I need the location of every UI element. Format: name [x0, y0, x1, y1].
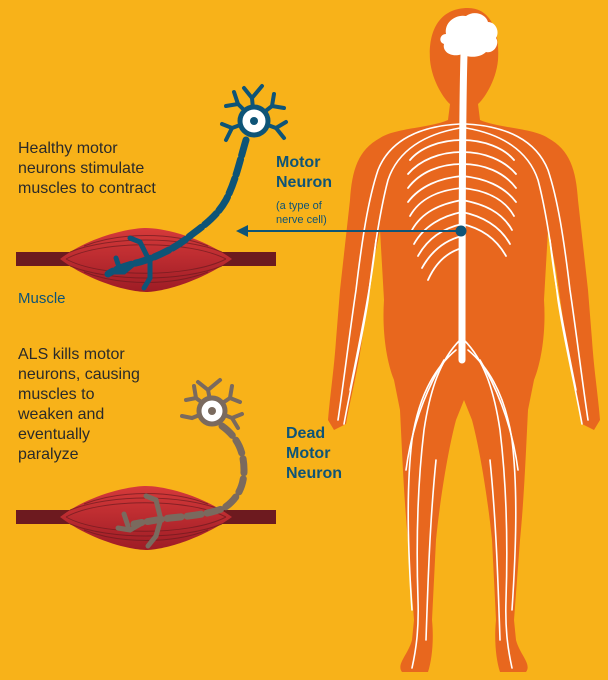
- muscle-label: Muscle: [18, 289, 66, 309]
- nerve-cell-note: (a type of nerve cell): [276, 199, 327, 227]
- als-caption-line: muscles to: [18, 385, 140, 405]
- dead-motor-neuron-label-line: Motor: [286, 444, 342, 464]
- nerve-cell-note-line: (a type of: [276, 199, 327, 213]
- als-caption-line: weaken and: [18, 405, 140, 425]
- healthy-caption-line: muscles to contract: [18, 179, 156, 199]
- healthy-caption-line: Healthy motor: [18, 139, 156, 159]
- nerve-cell-note-line: nerve cell): [276, 213, 327, 227]
- als-caption: ALS kills motor neurons, causing muscles…: [18, 345, 140, 465]
- dead-motor-neuron-label-line: Dead: [286, 424, 342, 444]
- dead-motor-neuron-label: Dead Motor Neuron: [286, 424, 342, 484]
- motor-neuron-label-line: Motor: [276, 153, 332, 173]
- motor-neuron-label-line: Neuron: [276, 173, 332, 193]
- dead-motor-neuron-label-line: Neuron: [286, 464, 342, 484]
- als-caption-line: neurons, causing: [18, 365, 140, 385]
- als-caption-line: ALS kills motor: [18, 345, 140, 365]
- als-caption-line: paralyze: [18, 445, 140, 465]
- healthy-caption-line: neurons stimulate: [18, 159, 156, 179]
- healthy-caption: Healthy motor neurons stimulate muscles …: [18, 139, 156, 199]
- als-caption-line: eventually: [18, 425, 140, 445]
- motor-neuron-label: Motor Neuron: [276, 153, 332, 193]
